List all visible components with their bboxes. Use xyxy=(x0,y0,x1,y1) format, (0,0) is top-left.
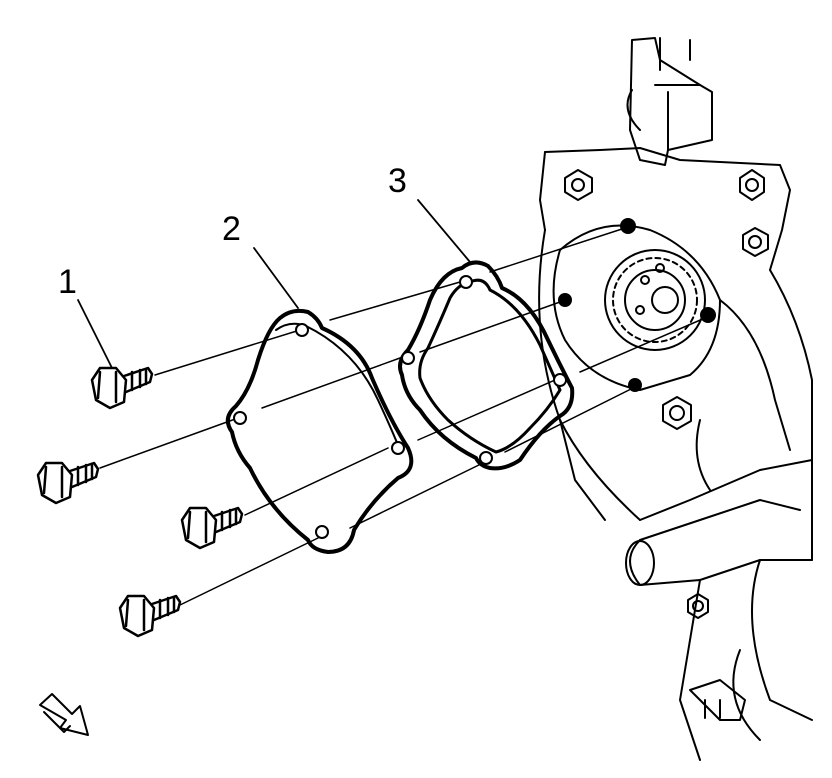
cam-sprocket xyxy=(604,249,706,351)
block-bolt-right xyxy=(742,227,769,257)
bolt-1 xyxy=(90,366,154,410)
callout-2: 2 xyxy=(222,210,241,248)
alignment-lines xyxy=(99,227,706,606)
bolt-2 xyxy=(36,461,100,505)
callout-3: 3 xyxy=(388,162,407,200)
block-bolt-top-right xyxy=(739,169,765,201)
leader-lines xyxy=(77,199,471,369)
bolt-4 xyxy=(118,594,182,638)
cover-plate xyxy=(225,308,414,554)
block-bolt-lower xyxy=(662,396,692,430)
block-bolt-bottom xyxy=(687,593,709,619)
gasket xyxy=(398,260,575,471)
engine-block xyxy=(538,37,813,761)
callout-1: 1 xyxy=(58,263,77,301)
view-direction-arrow-icon xyxy=(39,693,89,736)
block-bolt-top-left xyxy=(564,169,593,201)
bolt-3 xyxy=(180,506,244,550)
